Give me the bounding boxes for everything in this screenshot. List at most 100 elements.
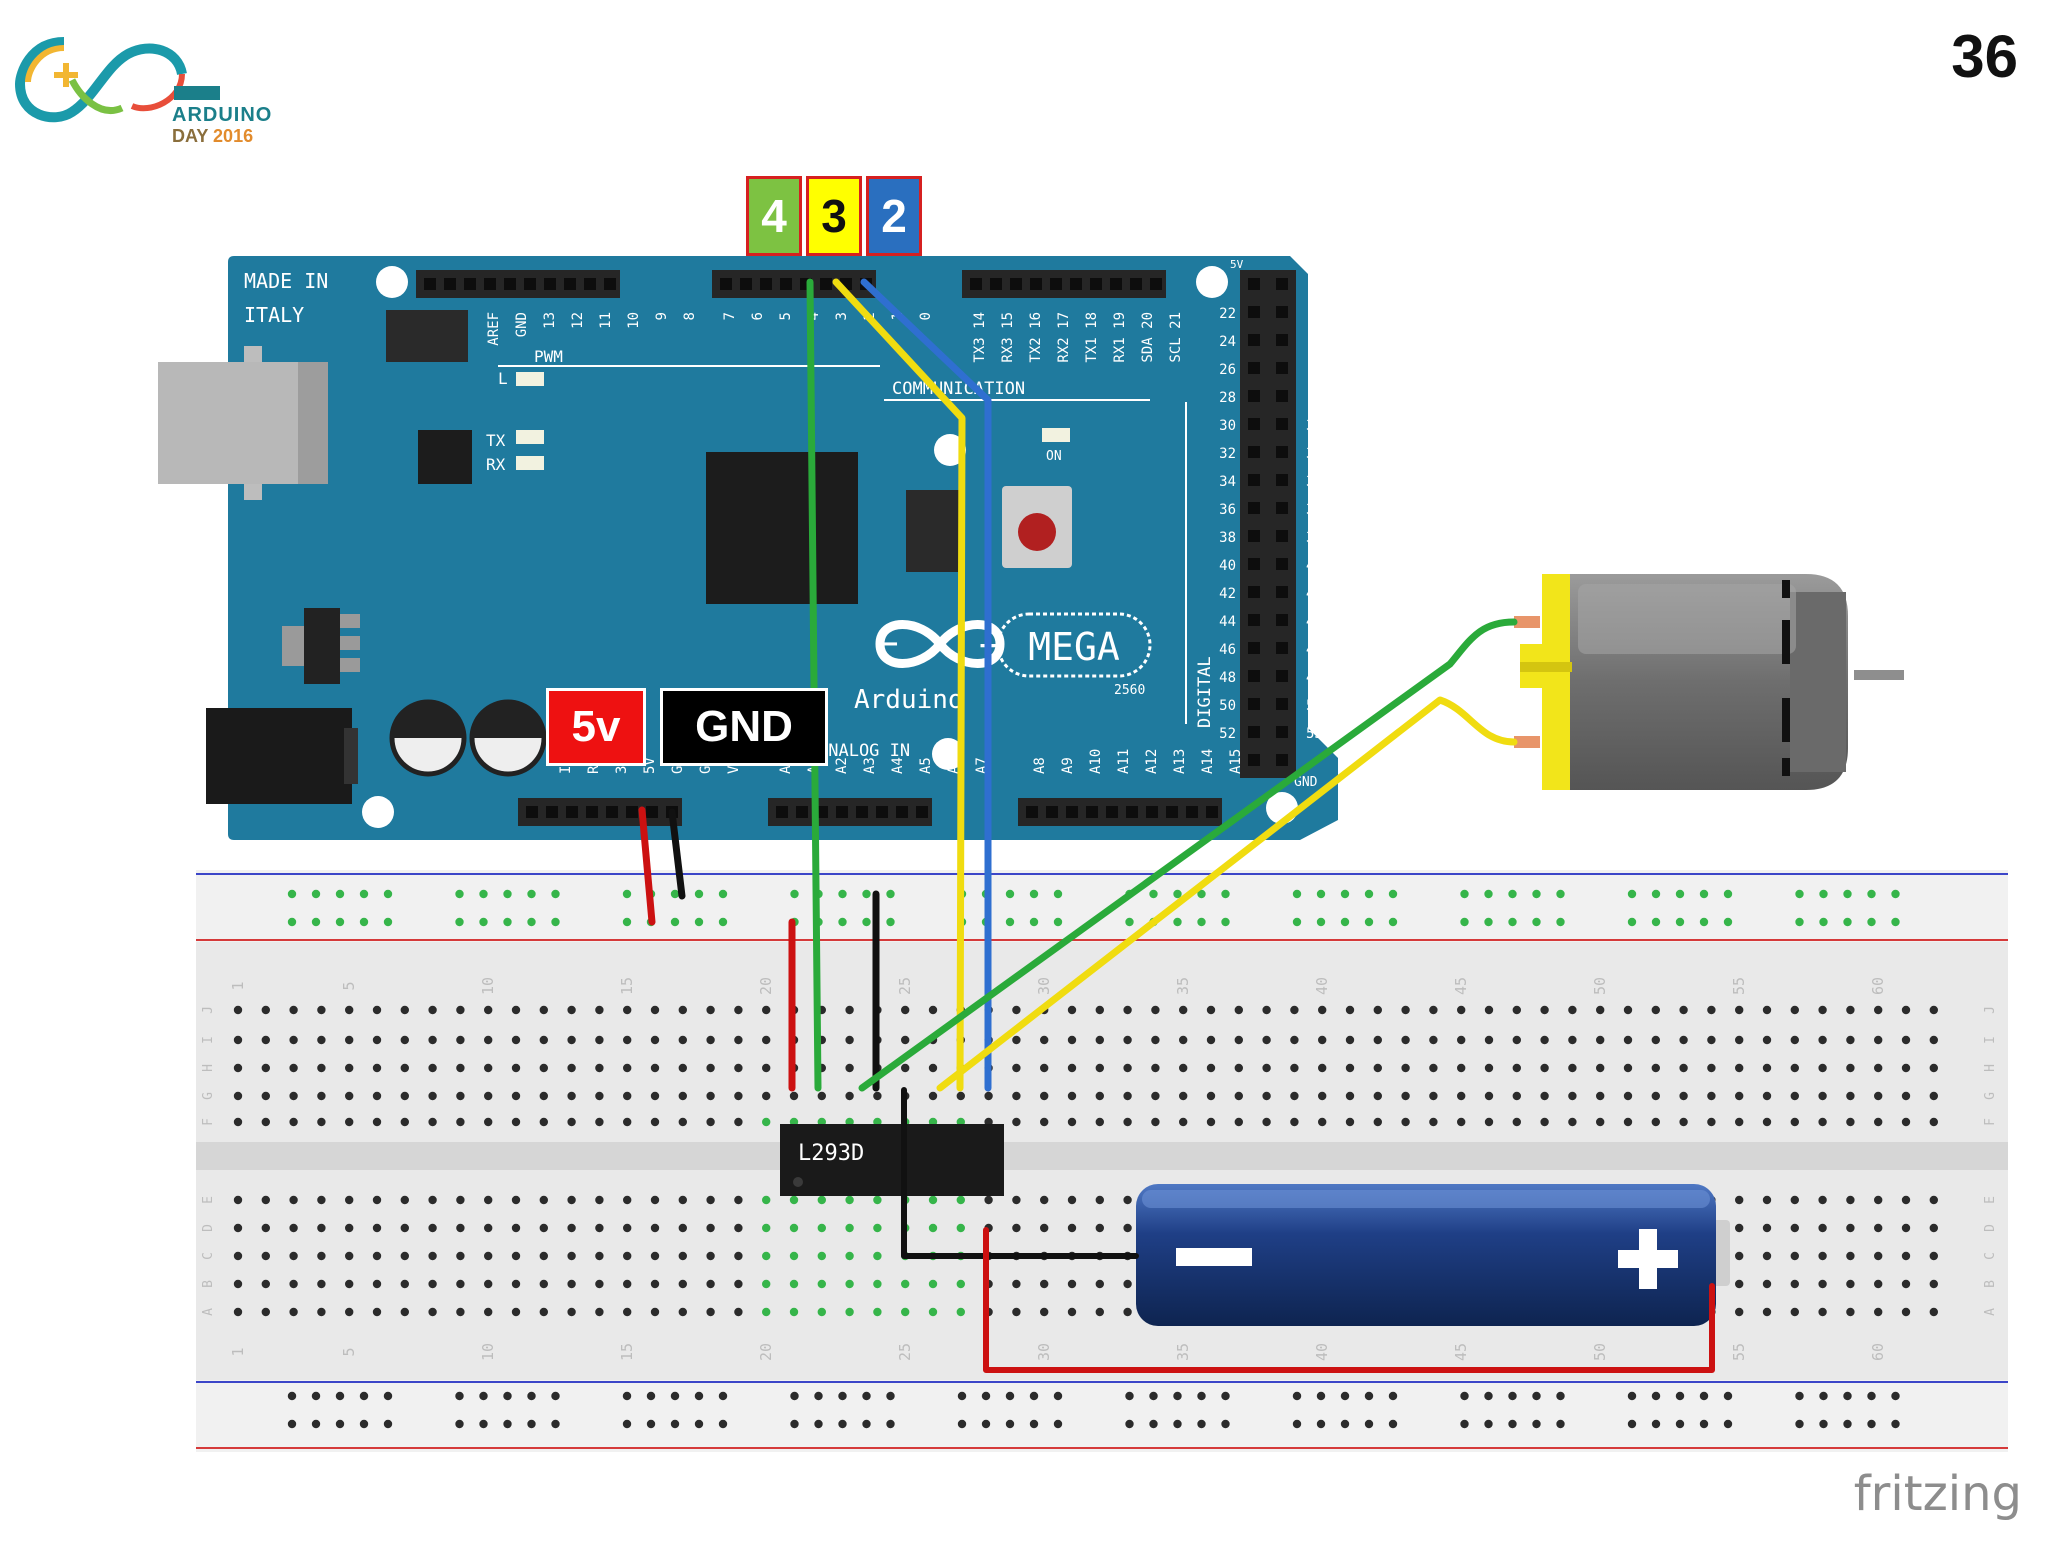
header-pin: [586, 806, 598, 818]
breadboard-hole: [1345, 1117, 1355, 1127]
breadboard-hole: [567, 1063, 576, 1073]
breadboard-hole: [678, 1223, 687, 1233]
breadboard-hole: [789, 1307, 799, 1317]
breadboard-hole: [873, 1251, 882, 1261]
rail-hole: [311, 917, 321, 927]
breadboard-hole: [400, 1223, 409, 1233]
rail-hole: [1029, 1391, 1039, 1401]
breadboard-hole: [233, 1307, 243, 1317]
header-pin: [1248, 558, 1260, 570]
rail-hole: [503, 917, 512, 927]
breadboard-hole: [233, 1005, 243, 1015]
breadboard-hole: [1234, 1005, 1244, 1015]
rail-hole: [1292, 1391, 1302, 1401]
rail-hole: [1675, 917, 1685, 927]
rail-hole: [479, 1419, 488, 1429]
header-pin: [626, 806, 638, 818]
arduino-mega-board: − + MEGA Arduino 2560 MADE IN ITALY PWM …: [158, 256, 1338, 840]
rail-hole: [527, 917, 536, 927]
breadboard-hole: [1623, 1117, 1633, 1127]
header-pin: [1046, 806, 1058, 818]
rail-hole: [646, 1391, 656, 1401]
breadboard-hole: [789, 1279, 799, 1289]
rail-hole: [1221, 889, 1230, 899]
arduino-infinity-logo: [875, 620, 1005, 668]
breadboard-hole: [1623, 1091, 1633, 1101]
breadboard-hole: [1901, 1091, 1911, 1101]
breadboard-hole: [372, 1035, 382, 1045]
header-pin: [1066, 806, 1078, 818]
breadboard-hole: [956, 1091, 965, 1101]
breadboard-hole: [1651, 1091, 1661, 1101]
rail-hole: [1867, 917, 1876, 927]
wire-battery-black: [901, 1087, 1139, 1259]
header-pin: [720, 278, 732, 290]
breadboard-hole: [289, 1195, 298, 1205]
row-letter: J: [201, 1006, 216, 1014]
breadboard-hole: [1540, 1091, 1549, 1101]
rail-hole: [1819, 1391, 1828, 1401]
breadboard-hole: [261, 1005, 270, 1015]
breadboard-hole: [1707, 1035, 1716, 1045]
breadboard-hole: [233, 1035, 243, 1045]
breadboard-hole: [1123, 1223, 1132, 1233]
breadboard-hole: [650, 1005, 660, 1015]
breadboard-hole: [345, 1279, 354, 1289]
pin-label: A4: [890, 757, 906, 774]
breadboard-hole: [1290, 1063, 1299, 1073]
breadboard-hole: [1540, 1063, 1549, 1073]
rail-hole: [1005, 1391, 1015, 1401]
breadboard-hole: [1762, 1279, 1772, 1289]
breadboard-hole: [1596, 1117, 1605, 1127]
breadboard-hole: [1790, 1223, 1800, 1233]
breadboard-hole: [678, 1251, 687, 1261]
header-pin: [504, 278, 516, 290]
breadboard-hole: [623, 1005, 632, 1015]
breadboard-hole: [1012, 1223, 1021, 1233]
breadboard-hole: [511, 1279, 521, 1289]
row-letter: A: [1983, 1308, 1998, 1316]
breadboard-hole: [567, 1195, 576, 1205]
breadboard-hole: [1929, 1063, 1939, 1073]
led-rx-label: RX: [486, 455, 506, 474]
header-pin: [1276, 586, 1288, 598]
breadboard-hole: [1818, 1279, 1827, 1289]
rail-hole: [886, 1391, 895, 1401]
breadboard-hole: [456, 1035, 465, 1045]
breadboard-hole: [456, 1223, 465, 1233]
breadboard-hole: [317, 1223, 326, 1233]
breadboard-hole: [706, 1005, 715, 1015]
header-pin: [1276, 530, 1288, 542]
rail-hole: [1173, 1391, 1182, 1401]
row-letter: H: [1983, 1064, 1998, 1072]
breadboard-hole: [595, 1005, 604, 1015]
breadboard-hole: [233, 1223, 243, 1233]
digital-text: DIGITAL: [1195, 656, 1215, 728]
wire-motor-green: [858, 618, 1518, 1092]
led-on-label: ON: [1046, 449, 1062, 464]
breadboard-hole: [428, 1195, 437, 1205]
breadboard-hole: [1568, 1063, 1577, 1073]
rail-hole: [838, 1391, 847, 1401]
breadboard-hole: [1095, 1005, 1105, 1015]
pin-label: AREF: [486, 312, 502, 346]
rail-hole: [1699, 1419, 1709, 1429]
breadboard-hole: [1290, 1035, 1299, 1045]
breadboard-hole: [484, 1035, 493, 1045]
rail-hole: [1795, 1391, 1804, 1401]
rail-hole: [1484, 1391, 1493, 1401]
header-pin: [1276, 502, 1288, 514]
breadboard-hole: [1846, 1223, 1855, 1233]
row-letter: E: [201, 1196, 216, 1204]
column-number-top: 40: [1313, 977, 1331, 995]
breadboard-hole: [901, 1063, 910, 1073]
rail-hole: [1723, 1391, 1733, 1401]
rail-hole: [1029, 1419, 1039, 1429]
header-pin: [1086, 806, 1098, 818]
breadboard-hole: [623, 1279, 632, 1289]
breadboard-hole: [1929, 1223, 1939, 1233]
rail-hole: [1508, 1391, 1517, 1401]
breadboard-hole: [1373, 1091, 1383, 1101]
row-letter: D: [1983, 1224, 1998, 1232]
breadboard-hole: [1762, 1005, 1772, 1015]
